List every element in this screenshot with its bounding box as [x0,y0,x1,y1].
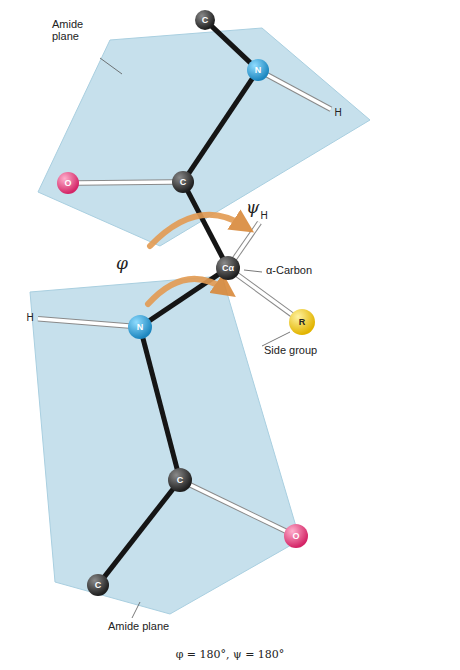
atom-symbol: C [177,476,184,485]
bond-line [78,180,173,184]
backbone-bond [188,191,223,258]
nitrogen-atom: N [128,315,152,339]
side-bond [38,319,129,326]
bond-outline [234,223,259,259]
atom-symbol: O [64,179,71,188]
side-group-atom: R [289,309,315,335]
carbon-atom: Cα [216,256,240,280]
backbone-bond [212,26,251,63]
bond-line [104,489,173,577]
atom-symbol: R [299,318,306,327]
hydrogen-label: H [332,106,343,120]
part-label: Amide plane [52,18,96,42]
atom-symbol: O [292,532,299,541]
carbon-atom: C [168,468,192,492]
bond-line [212,26,251,63]
hydrogen-label: H [258,209,269,223]
oxygen-atom: O [284,524,308,548]
leader-line [132,602,140,618]
atom-symbol: Cα [222,264,234,273]
bond-line [190,485,286,531]
phi-rotation-arrow [148,279,226,304]
nitrogen-atom: N [247,59,269,81]
bond-line [189,78,253,173]
angle-symbol: φ [116,254,128,273]
psi-rotation-arrow [150,215,244,246]
atom-symbol: C [95,581,102,590]
part-label: Side group [264,344,317,356]
backbone-bond [143,338,177,470]
bond-line [267,75,331,109]
amide-plane [38,28,370,246]
bond-outline [237,274,292,314]
oxygen-atom: O [57,172,79,194]
atom-symbol: H [260,211,267,221]
bond-line [234,223,259,259]
angle-symbol: ψ [246,198,259,217]
bond-line [143,338,177,470]
backbone-bond [104,489,173,577]
atom-symbol: N [137,323,144,332]
bond-line [188,191,223,258]
atom-symbol: H [26,313,33,323]
part-label: α-Carbon [266,264,312,276]
side-bond [237,274,292,314]
bond-outline [267,75,331,109]
carbon-atom: C [87,574,109,596]
bond-outline [38,319,129,326]
leader-line [244,270,262,272]
part-label: Amide plane [108,620,169,632]
side-bond [78,182,173,184]
bond-line [38,319,129,326]
atom-symbol: C [180,178,187,187]
side-bond [190,485,286,531]
bond-outline [78,179,173,185]
hydrogen-label: H [24,311,35,325]
atom-symbol: N [255,66,262,75]
caption: φ = 180°, ψ = 180° [0,648,460,661]
carbon-atom: C [172,171,194,193]
carbon-atom: C [195,10,215,30]
amide-plane [30,276,300,614]
bond-line [237,274,292,314]
atom-symbol: C [202,16,209,25]
bond-outline [190,485,286,531]
leader-line [262,332,290,346]
leader-line [100,58,122,74]
side-bond [234,223,259,259]
backbone-bond [189,78,253,173]
atom-symbol: H [334,108,341,118]
side-bond [267,75,331,109]
